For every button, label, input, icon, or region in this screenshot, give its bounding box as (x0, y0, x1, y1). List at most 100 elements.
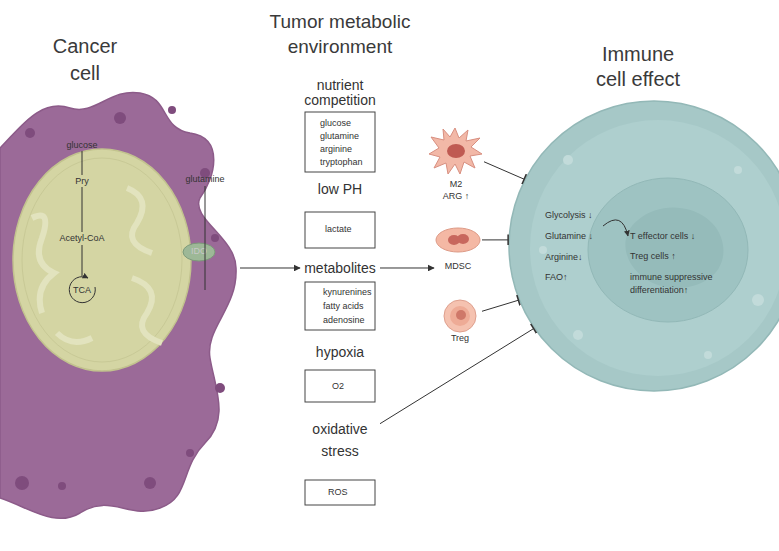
cell-detail (456, 310, 466, 320)
item-text: arginine (320, 144, 375, 155)
mdsc-cell: MDSC (434, 226, 482, 274)
item-text: glutamine (320, 131, 375, 142)
factor-heading: low PH (295, 181, 385, 197)
column-heading: Immune cell effect (573, 42, 703, 92)
metabolite-text: Acetyl-CoA (47, 233, 117, 244)
cell-detail (450, 306, 470, 326)
inhibition-line (482, 300, 518, 311)
pathway-line (205, 186, 206, 290)
column-heading: Tumor metabolic environment (260, 9, 420, 59)
item-text: kynurenines (323, 287, 373, 298)
column-heading: Cancer cell (40, 33, 130, 87)
macrophage-body (429, 128, 482, 174)
cell-detail (215, 383, 225, 393)
effect-text: immune suppressive differentiation↑ (630, 271, 718, 297)
treg-cell: Treg (438, 300, 482, 346)
factor-heading: nutrient competition (295, 78, 385, 108)
effect-text: FAO↑ (545, 272, 625, 283)
effect-arrow (603, 220, 628, 236)
effect-text: Treg cells ↑ (630, 251, 730, 262)
cell-detail (752, 294, 764, 306)
factor-group: metaboliteskynureninesfatty acidsadenosi… (300, 260, 380, 330)
immune-cell-membrane (509, 101, 779, 391)
tca-cycle-arrow (69, 277, 95, 303)
metabolite-text: Pry (57, 176, 107, 187)
inhibition-line (482, 239, 508, 240)
factor-box (305, 112, 375, 172)
effect-text: Glycolysis ↓ (545, 210, 625, 221)
effect-text: T effector cells ↓ (630, 231, 730, 242)
factor-box (305, 370, 375, 402)
item-text: tryptophan (320, 157, 375, 168)
cell-membrane (0, 92, 236, 518)
flow-arrow (240, 267, 300, 268)
item-text: adenosine (323, 315, 373, 326)
factor-group: oxidative stressROS (300, 418, 380, 505)
item-text: lactate (325, 224, 370, 235)
cell-detail (186, 449, 194, 457)
factor-heading: oxidative stress (295, 418, 385, 462)
cell-detail (168, 106, 176, 114)
cell-detail (22, 158, 182, 362)
cell-label: M2 (423, 179, 489, 190)
cell-detail (573, 330, 583, 340)
factor-box (305, 212, 375, 248)
mitochondrion-outline (13, 149, 191, 371)
metabolite-text: TCA (62, 285, 102, 296)
cell-detail (58, 482, 66, 490)
item-text: fatty acids (323, 301, 373, 312)
pathway-line (82, 151, 83, 175)
effect-text: Arginine↓ (545, 252, 625, 263)
factor-heading: hypoxia (295, 344, 385, 360)
cell-detail (144, 477, 156, 489)
cancer-cell: Cancer cellglucoseglutaminePryAcetyl-CoA… (0, 88, 240, 525)
immune-cell-shape (508, 100, 779, 392)
treg-body (444, 300, 476, 332)
inhibition-line (484, 162, 524, 179)
cell-label: Treg (433, 333, 487, 344)
cell-detail (57, 333, 92, 342)
ido-enzyme: IDO (182, 242, 216, 262)
enzyme-label: IDO (182, 246, 216, 257)
pathway-line (82, 187, 83, 232)
cell-detail (457, 234, 469, 244)
flow-arrow (380, 267, 434, 268)
cell-detail (114, 112, 126, 124)
factor-box (305, 480, 375, 505)
pathway-line (82, 245, 83, 276)
cell-detail (530, 120, 779, 376)
mitochondrion: PryAcetyl-CoA TCA (12, 148, 192, 372)
mdsc-body (436, 228, 480, 252)
cell-detail (127, 188, 152, 253)
cell-detail (25, 128, 35, 138)
connector-layer (240, 162, 534, 424)
mitochondrion-shape (12, 148, 192, 372)
factor-group: low PHlactate (300, 181, 380, 248)
factor-group: nutrient competitionglucoseglutamineargi… (300, 78, 380, 172)
cell-detail (588, 178, 748, 322)
cell-label: MDSC (428, 261, 488, 272)
factor-heading: metabolites (295, 260, 385, 276)
cell-detail (211, 234, 219, 242)
cell-detail (32, 216, 54, 314)
inhibition-line (380, 329, 534, 424)
cell-detail (563, 155, 573, 165)
cell-detail (704, 351, 712, 359)
enzyme-oval (183, 243, 215, 261)
cell-detail (734, 166, 742, 174)
cell-label: ARG ↑ (423, 191, 489, 202)
immune-cell: Immune cell effectGlycolysis ↓Glutamine … (508, 100, 779, 392)
effect-text: Glutamine ↓ (545, 231, 625, 242)
cell-detail (15, 476, 29, 490)
metabolite-text: glutamine (180, 174, 230, 185)
cell-detail (132, 278, 162, 343)
item-text: O2 (332, 381, 362, 392)
factor-box (305, 282, 375, 330)
factor-group: hypoxiaO2 (300, 343, 380, 402)
item-text: ROS (328, 487, 368, 498)
item-text: glucose (320, 118, 375, 129)
m2-macrophage: M2ARG ↑ (428, 124, 484, 204)
pathway-lines (69, 151, 628, 303)
